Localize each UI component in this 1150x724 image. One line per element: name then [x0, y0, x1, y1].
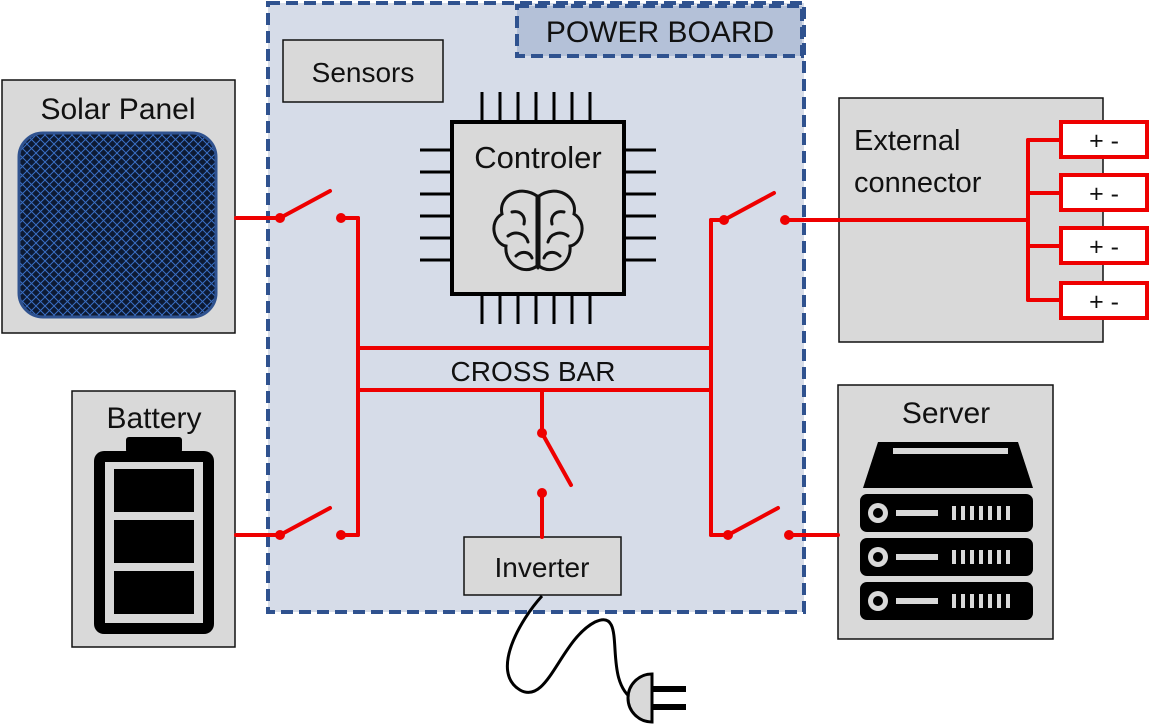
connector-port: + - — [1059, 173, 1149, 212]
inverter-label: Inverter — [495, 552, 590, 583]
connector-port: + - — [1059, 226, 1149, 265]
plug-icon — [505, 594, 686, 724]
connector-port: + - — [1059, 281, 1149, 320]
connector-port-label: + - — [1089, 180, 1119, 208]
solar-switch — [234, 189, 346, 223]
connector-port-label: + - — [1089, 233, 1119, 261]
battery-label: Battery — [106, 402, 201, 435]
server-switch — [723, 506, 840, 540]
external-connector-label-line1: External — [854, 125, 960, 157]
cross-bar-label: CROSS BAR — [451, 356, 616, 387]
server-box: Server — [837, 384, 1054, 640]
sensors-label: Sensors — [312, 57, 415, 88]
power-board-title: POWER BOARD — [546, 16, 774, 49]
connector-port-label: + - — [1089, 288, 1119, 316]
external-connector-switch — [719, 191, 1030, 225]
wiring — [234, 138, 1063, 540]
server-label: Server — [902, 397, 990, 430]
connector-port-label: + - — [1089, 127, 1119, 155]
controller-label: Controler — [474, 140, 602, 175]
controller-chip: Controler — [420, 92, 656, 324]
chip-pins — [420, 92, 656, 324]
battery-box: Battery — [71, 390, 236, 648]
solar-panel-box: Solar Panel — [1, 79, 236, 334]
battery-icon — [94, 437, 214, 634]
external-connector-label-line2: connector — [854, 167, 982, 199]
inverter-box: Inverter — [463, 536, 622, 596]
solar-panel-label: Solar Panel — [40, 93, 195, 126]
cross-bar: CROSS BAR — [356, 346, 713, 392]
power-board-title-box — [515, 4, 804, 58]
battery-switch — [234, 506, 346, 540]
inverter-switch — [537, 388, 573, 539]
server-icon — [860, 442, 1033, 620]
solar-panel-icon — [17, 131, 218, 319]
sensors-box: Sensors — [282, 39, 444, 103]
connector-ports: + - + - + - + - — [1059, 120, 1149, 320]
port-wiring — [1026, 138, 1063, 302]
connector-port: + - — [1059, 120, 1149, 159]
brain-icon — [492, 189, 584, 272]
